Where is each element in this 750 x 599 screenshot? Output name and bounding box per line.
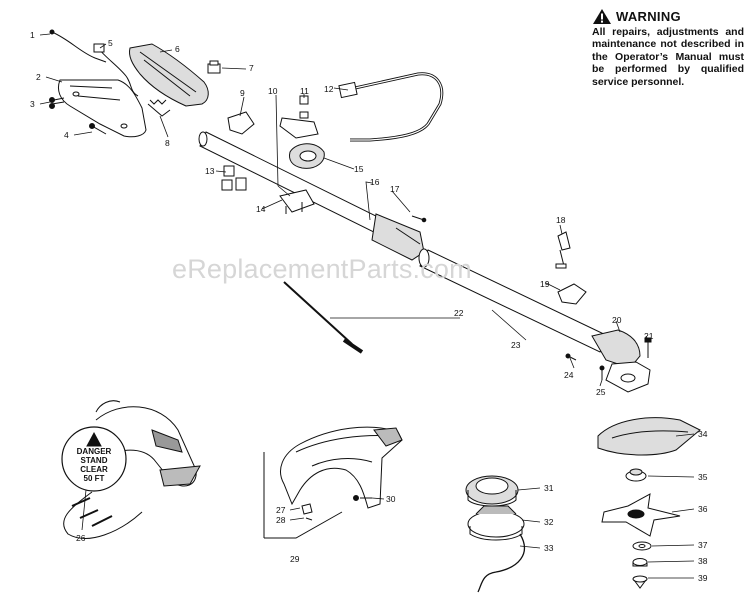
callout-20: 20 — [612, 315, 622, 325]
shoulder-harness — [63, 400, 201, 539]
screws-24-25 — [565, 353, 605, 380]
handle-housing-right — [129, 43, 209, 107]
callout-31: 31 — [544, 483, 554, 493]
warning-box: WARNING All repairs, adjustments and mai… — [592, 8, 744, 88]
decal-line-3: CLEAR — [80, 465, 108, 474]
callout-15: 15 — [354, 164, 364, 174]
decal-text: DANGER STAND CLEAR 50 FT — [77, 447, 112, 483]
callout-18: 18 — [556, 215, 566, 225]
callout-4: 4 — [64, 130, 69, 140]
callout-36: 36 — [698, 504, 708, 514]
clamp-19 — [557, 283, 587, 305]
leader-lines — [39, 33, 695, 579]
adapter-35 — [625, 468, 647, 482]
trimmer-head-spool — [465, 475, 519, 507]
callout-30: 30 — [386, 494, 396, 504]
decal-line-2: STAND — [81, 456, 108, 465]
watermark: eReplacementParts.com — [172, 254, 472, 284]
callout-2: 2 — [36, 72, 41, 82]
callout-29: 29 — [290, 554, 300, 564]
trigger-spring — [147, 99, 171, 117]
nut-11 — [299, 95, 309, 119]
callout-3: 3 — [30, 99, 35, 109]
danger-decal — [61, 426, 127, 492]
cap-39 — [632, 575, 648, 589]
blade-36 — [601, 493, 681, 537]
callout-22: 22 — [454, 308, 464, 318]
callout-19: 19 — [540, 279, 550, 289]
handle-bracket-10 — [279, 117, 319, 139]
handle-housing-left — [57, 79, 147, 138]
warning-heading: WARNING — [592, 8, 744, 25]
warning-text: All repairs, adjustments and maintenance… — [592, 26, 744, 88]
screws-3-4 — [49, 97, 107, 135]
throttle-cable — [49, 29, 107, 63]
warning-title: WARNING — [616, 9, 681, 24]
fuel-hose-12 — [338, 72, 444, 142]
callout-numbers: 1 2 3 4 5 6 7 8 9 10 11 12 13 14 15 16 1… — [30, 30, 708, 583]
callout-32: 32 — [544, 517, 554, 527]
callout-38: 38 — [698, 556, 708, 566]
screw-17 — [411, 215, 427, 223]
callout-37: 37 — [698, 540, 708, 550]
nut-38 — [632, 558, 648, 567]
spacers-13 — [221, 165, 247, 191]
callout-39: 39 — [698, 573, 708, 583]
trimmer-head-base — [467, 505, 525, 541]
callout-26: 26 — [76, 533, 86, 543]
washer-37 — [632, 541, 652, 551]
callout-6: 6 — [175, 44, 180, 54]
warning-triangle-icon — [593, 9, 611, 24]
screw-21 — [644, 337, 652, 358]
clamp-bracket-15 — [289, 143, 325, 169]
flex-drive-cable — [283, 281, 364, 354]
callout-17: 17 — [390, 184, 400, 194]
callout-28: 28 — [276, 515, 286, 525]
screw-30 — [353, 495, 372, 501]
callout-35: 35 — [698, 472, 708, 482]
blade-guard — [597, 417, 701, 456]
retainer-clip — [207, 60, 221, 74]
callout-14: 14 — [256, 204, 266, 214]
callout-25: 25 — [596, 387, 606, 397]
callout-13: 13 — [205, 166, 215, 176]
trimmer-line — [477, 533, 525, 593]
callout-1: 1 — [30, 30, 35, 40]
decal-line-1: DANGER — [77, 447, 112, 456]
callout-34: 34 — [698, 429, 708, 439]
bracket-29 — [263, 452, 343, 539]
bracket-14 — [279, 189, 315, 214]
callout-33: 33 — [544, 543, 554, 553]
callout-12: 12 — [324, 84, 334, 94]
callout-9: 9 — [240, 88, 245, 98]
clip-27-28 — [301, 503, 313, 521]
shaft-clamp-9 — [227, 111, 255, 135]
callout-27: 27 — [276, 505, 286, 515]
callout-8: 8 — [165, 138, 170, 148]
grass-shield — [280, 426, 403, 509]
callout-23: 23 — [511, 340, 521, 350]
decal-line-4: 50 FT — [84, 474, 105, 483]
callout-21: 21 — [644, 331, 654, 341]
callout-10: 10 — [268, 86, 278, 96]
bolt-18 — [555, 231, 571, 269]
lower-shaft-tube — [418, 248, 609, 353]
shaft-coupler — [371, 213, 425, 261]
callout-16: 16 — [370, 177, 380, 187]
callout-11: 11 — [300, 86, 309, 96]
callout-24: 24 — [564, 370, 574, 380]
callout-5: 5 — [108, 38, 113, 48]
callout-7: 7 — [249, 63, 254, 73]
